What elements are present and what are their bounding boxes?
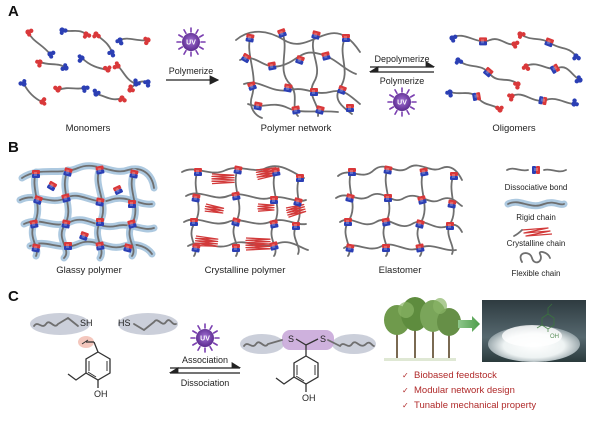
photo-oh-label: OH — [550, 334, 559, 340]
panel-label-a: A — [8, 3, 19, 20]
association-label: Association — [182, 355, 228, 365]
svg-text:UV: UV — [186, 40, 196, 47]
legend-crystalline-chain: Crystalline chain — [507, 239, 566, 248]
thiol-sh-label: SH — [80, 318, 93, 328]
check-icon: ✓ — [402, 401, 409, 410]
legend-flexible-chain: Flexible chain — [512, 269, 561, 278]
feature-bullets: ✓ Biobased feedstock ✓ Modular network d… — [402, 370, 536, 411]
caption-elastomer: Elastomer — [379, 265, 422, 276]
bullet-tunable-mechanical-property: Tunable mechanical property — [414, 400, 536, 411]
svg-text:UV: UV — [200, 336, 210, 343]
glassy-dissociative-bonds — [29, 165, 139, 253]
legend-rigid-chain: Rigid chain — [516, 213, 556, 222]
vanillin-powder-photo: OH — [482, 300, 586, 362]
caption-glassy-polymer: Glassy polymer — [56, 265, 121, 276]
legend-flexible-chain-sample — [519, 251, 551, 264]
dissociation-label: Dissociation — [181, 378, 230, 388]
panel-b-legend: Dissociative bond Rigid chain Crystallin… — [504, 166, 568, 278]
disulfide-s1-label: S — [288, 334, 294, 344]
molecule-left: OH — [67, 336, 111, 399]
uv-badge-c: UV — [190, 323, 220, 353]
oligomer-end-groups — [445, 31, 583, 113]
trees-illustration — [384, 297, 461, 361]
polymerize-label-1: Polymerize — [169, 66, 214, 76]
legend-dissociative-bond-sample — [506, 166, 567, 174]
green-process-arrow — [458, 316, 480, 332]
caption-oligomers: Oligomers — [492, 123, 536, 134]
thiol-hs-label: HS — [118, 318, 131, 328]
caption-monomers: Monomers — [66, 123, 111, 134]
check-icon: ✓ — [402, 371, 409, 380]
depolymerize-label: Depolymerize — [374, 54, 429, 64]
polymerize-label-2: Polymerize — [380, 76, 425, 86]
check-icon: ✓ — [402, 386, 409, 395]
legend-crystalline-chain-sample — [513, 227, 553, 237]
elastomer-illustration — [335, 164, 463, 257]
disulfide-product: S S OH — [240, 330, 376, 403]
caption-polymer-network: Polymer network — [261, 123, 332, 134]
elastomer-dissociative-bonds — [344, 165, 458, 253]
monomer-end-groups — [18, 27, 151, 106]
panel-label-b: B — [8, 139, 19, 156]
legend-rigid-chain-sample — [504, 198, 568, 210]
crystalline-polymer-illustration — [181, 165, 309, 257]
caption-crystalline-polymer: Crystalline polymer — [205, 265, 286, 276]
disulfide-s2-label: S — [320, 334, 326, 344]
thiol-right: HS — [118, 313, 178, 335]
legend-dissociative-bond: Dissociative bond — [505, 183, 568, 192]
uv-badge-a1: UV — [176, 27, 206, 57]
svg-text:UV: UV — [397, 100, 407, 107]
oh-left-label: OH — [94, 389, 108, 399]
network-dissociative-bonds — [240, 28, 354, 115]
oh-right-label: OH — [302, 393, 316, 403]
crystalline-dissociative-bonds — [190, 165, 304, 253]
thiol-left: SH — [30, 313, 93, 335]
panel-label-c: C — [8, 288, 19, 305]
bullet-biobased-feedstock: Biobased feedstock — [414, 370, 497, 381]
bullet-modular-network-design: Modular network design — [414, 385, 515, 396]
crystalline-domains — [194, 167, 307, 251]
glassy-polymer-illustration — [16, 162, 158, 262]
uv-badge-a2: UV — [387, 87, 417, 117]
